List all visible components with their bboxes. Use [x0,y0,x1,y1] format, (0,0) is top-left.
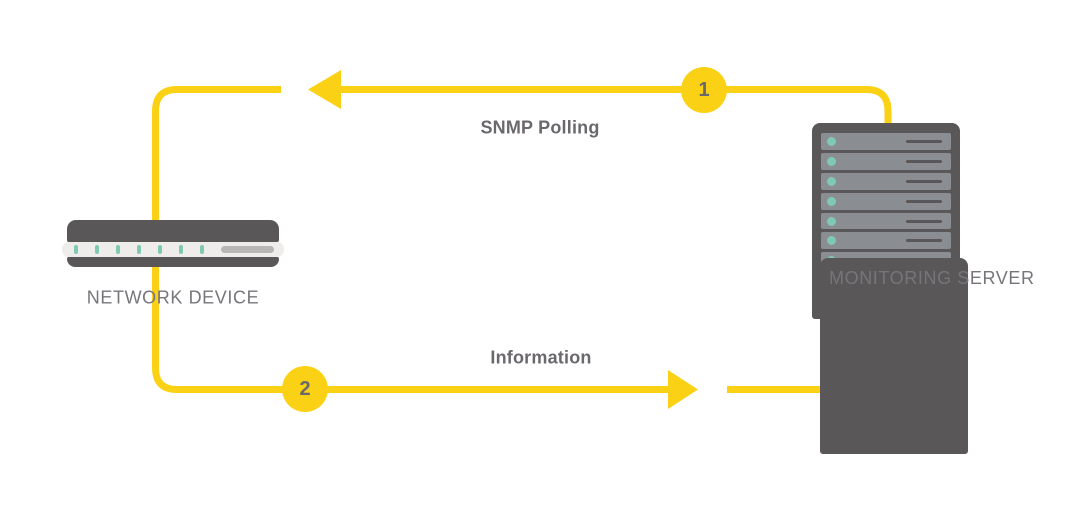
server-slat [821,172,951,190]
server-slat [821,232,951,250]
server-slat [821,192,951,210]
server-led-icon [827,156,836,166]
server-led-icon [827,216,836,226]
monitoring-server-label: MONITORING SERVER [820,258,1034,454]
server-vent-dash [906,219,942,223]
server-vent-dash [906,179,942,183]
server-vent-dash [906,199,942,203]
port-led-icon [200,245,204,254]
network-device-icon [62,220,284,267]
server-slat [821,152,951,170]
flow-label-snmp-polling: SNMP Polling [480,117,600,138]
flow-label-information: Information [490,347,592,368]
network-device-label: NETWORK DEVICE [86,287,260,308]
server-led-icon [827,196,836,206]
server-vent-dash [906,139,942,143]
step-badge-2: 2 [282,366,328,412]
arrowhead-left-icon [308,70,341,109]
network-device-bottom [67,257,279,267]
port-led-icon [158,245,162,254]
network-device-top [67,220,279,242]
server-vent-dash [906,159,942,163]
port-led-icon [137,245,141,254]
server-slat [821,133,951,150]
server-led-icon [827,176,836,186]
device-ports [62,242,284,257]
server-led-icon [827,236,836,246]
arrowhead-right-icon [668,370,698,409]
port-led-icon [116,245,120,254]
step-badge-1: 1 [681,67,727,113]
server-slat [821,212,951,230]
port-led-icon [74,245,78,254]
port-led-icon [95,245,99,254]
device-panel-bar [221,246,274,253]
server-led-icon [827,136,836,146]
server-vent-dash [906,239,942,243]
wire-top-right [341,86,892,126]
port-led-icon [179,245,183,254]
